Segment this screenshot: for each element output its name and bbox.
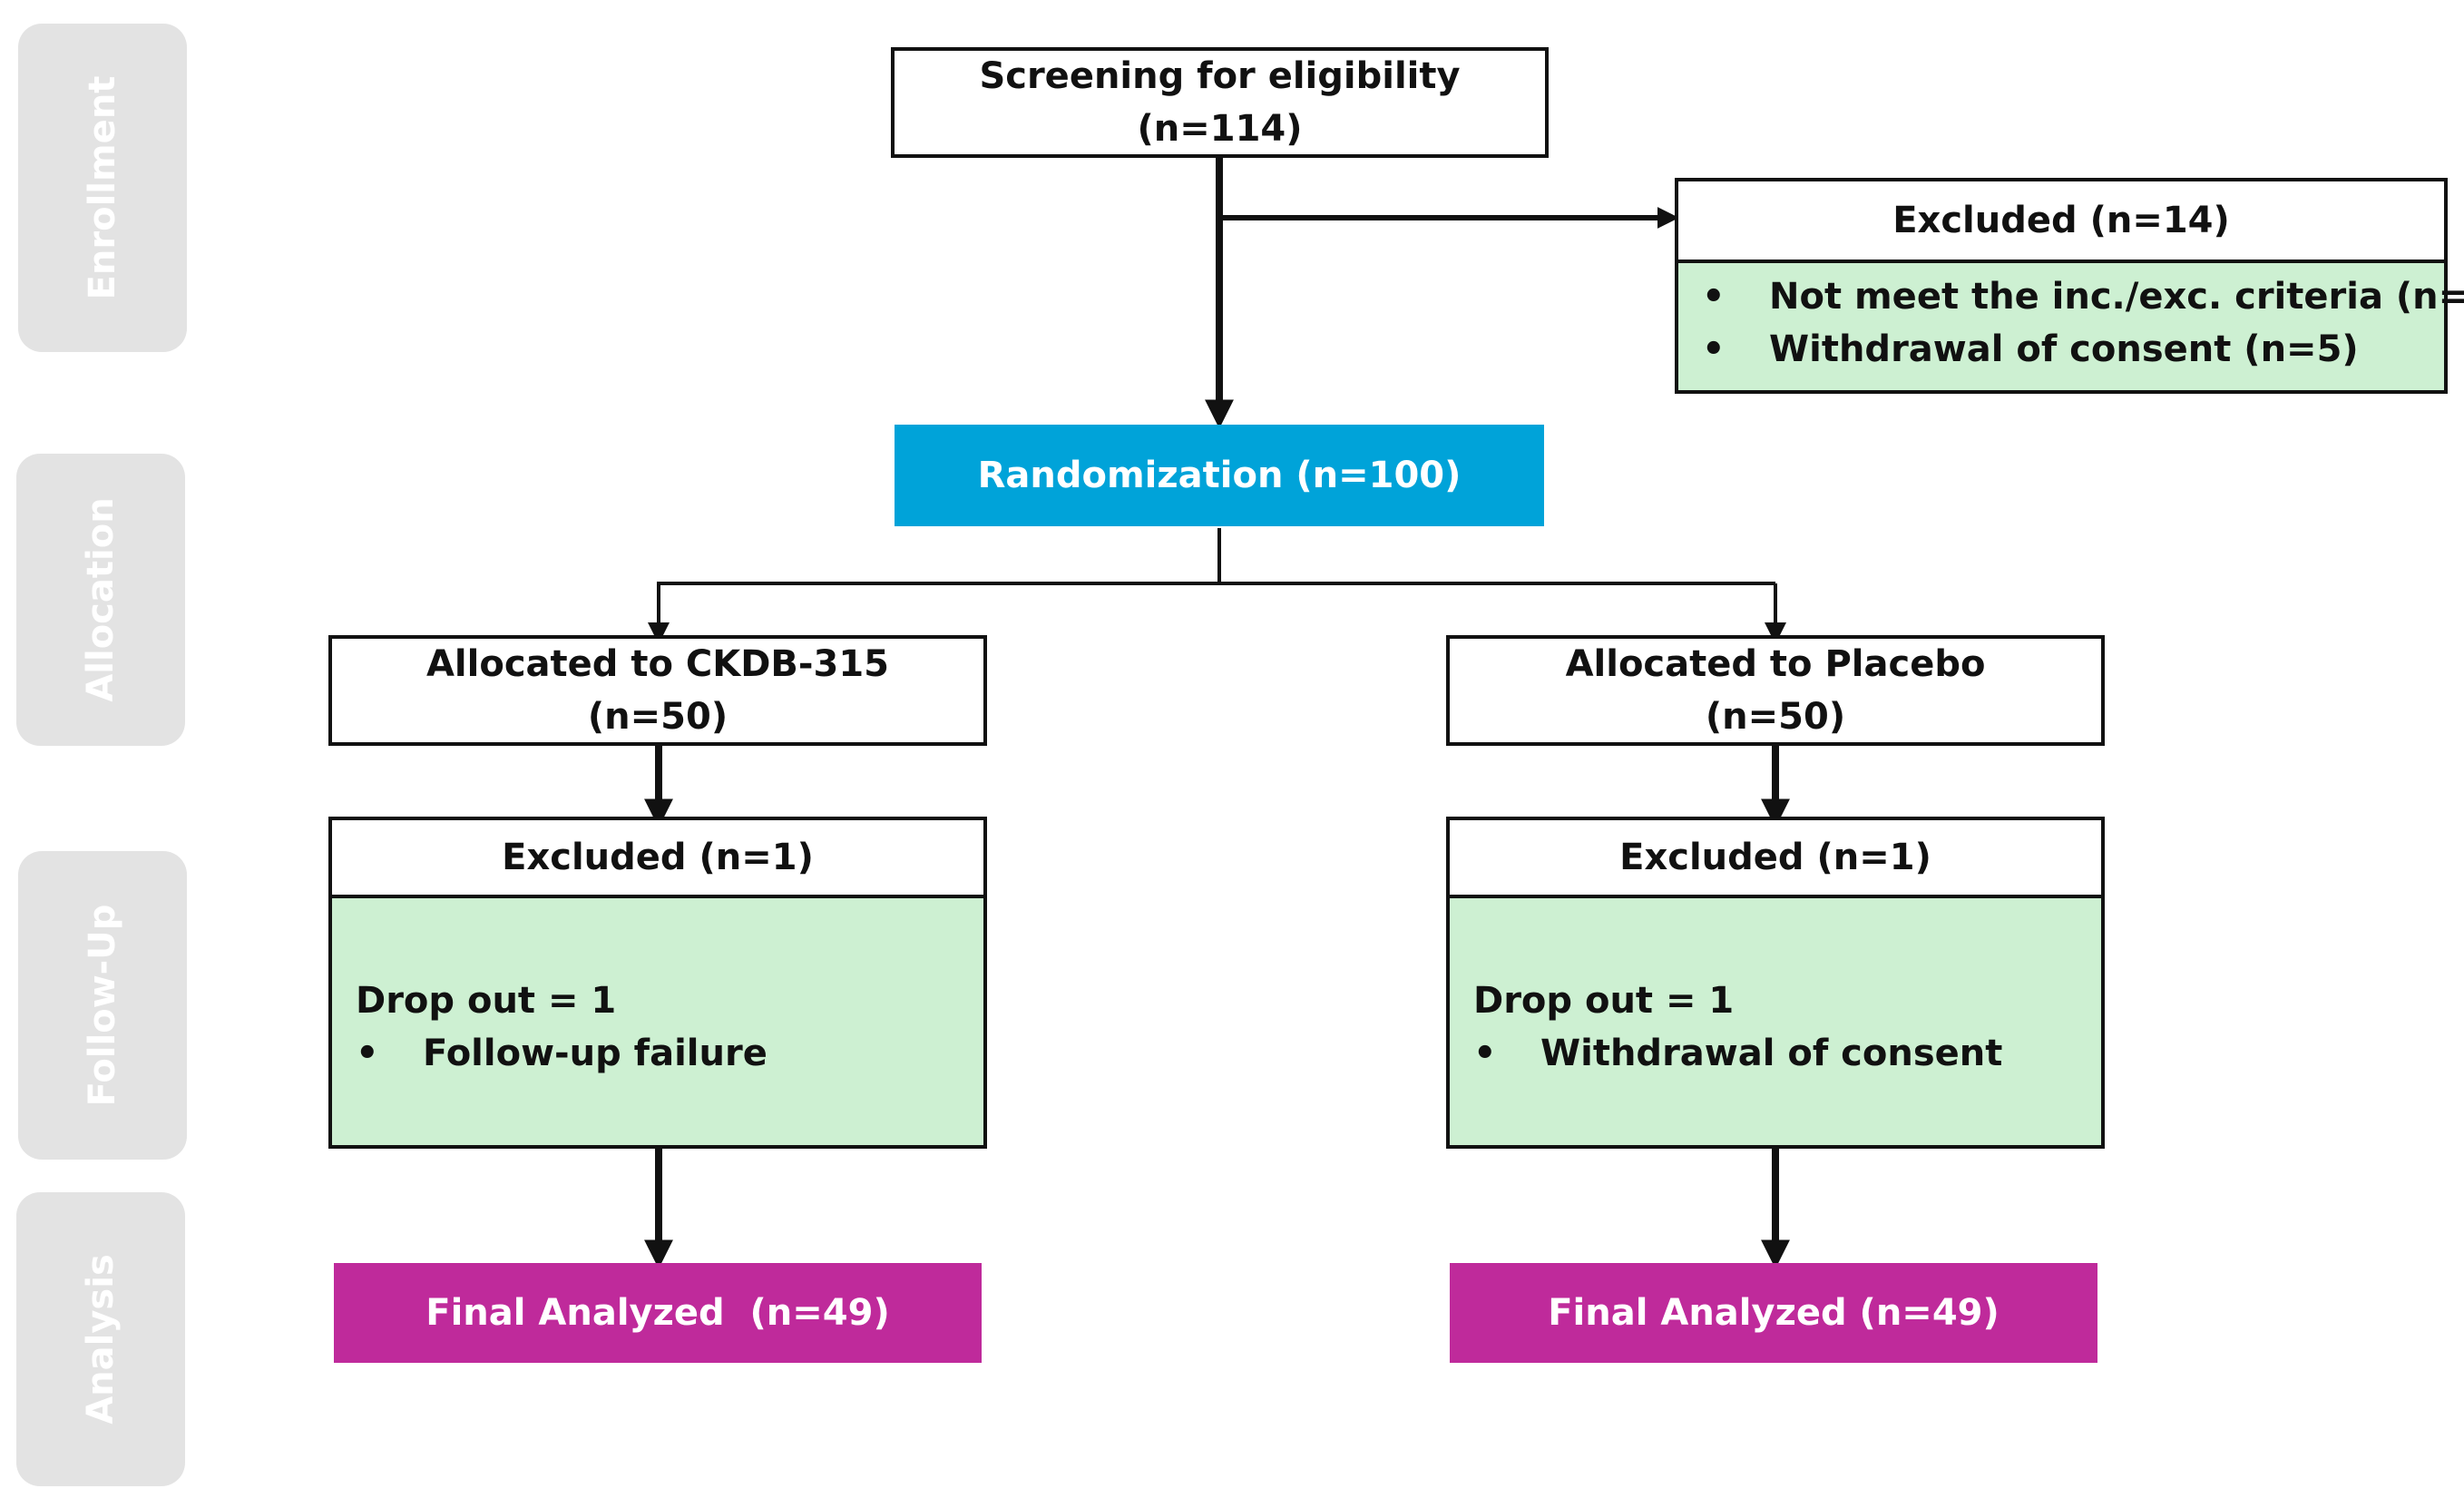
excluded-reason-item: Not meet the inc./exc. criteria (n=9) (1678, 270, 2464, 323)
stage-enrollment: Enrollment (18, 24, 187, 352)
excluded-enrollment-box: Excluded (n=14) Not meet the inc./exc. c… (1675, 178, 2464, 394)
stage-allocation: Allocation (16, 454, 185, 746)
screening-label: Screening for eligibility (n=114) (979, 55, 1461, 150)
right-final-analyzed-label: Final Analyzed (n=49) (1548, 1292, 2000, 1334)
excluded-reason-item: Withdrawal of consent (n=5) (1678, 323, 2444, 376)
randomization-box: Randomization (n=100) (895, 425, 1544, 526)
screening-box: Screening for eligibility (n=114) (891, 47, 1549, 158)
left-allocated-count: (n=50) (587, 696, 728, 738)
excluded-enrollment-reasons: Not meet the inc./exc. criteria (n=9) Wi… (1678, 259, 2464, 390)
randomization-label: Randomization (n=100) (977, 455, 1462, 496)
left-final-analyzed-label: Final Analyzed (n=49) (425, 1292, 890, 1334)
right-allocated-label: Allocated to Placebo (1565, 643, 1986, 685)
stage-analysis: Analysis (16, 1192, 185, 1486)
right-dropout-reason: Withdrawal of consent (1450, 1027, 2101, 1080)
right-allocated-box: Allocated to Placebo (n=50) (1446, 635, 2105, 746)
left-allocated-label: Allocated to CKDB-315 (425, 643, 890, 685)
right-final-analyzed-box: Final Analyzed (n=49) (1450, 1263, 2097, 1363)
line-randomization-split (657, 528, 1775, 585)
left-excluded-title: Excluded (n=1) (502, 837, 814, 878)
excluded-enrollment-title: Excluded (n=14) (1892, 200, 2230, 241)
right-excluded-box: Excluded (n=1) Drop out = 1 Withdrawal o… (1446, 817, 2105, 1149)
left-allocated-box: Allocated to CKDB-315 (n=50) (328, 635, 987, 746)
stage-follow-up: Follow-Up (18, 851, 187, 1160)
left-dropout-reason: Follow-up failure (332, 1027, 983, 1080)
left-excluded-box: Excluded (n=1) Drop out = 1 Follow-up fa… (328, 817, 987, 1149)
left-final-analyzed-box: Final Analyzed (n=49) (334, 1263, 982, 1363)
right-dropout-label: Drop out = 1 (1473, 980, 1735, 1022)
right-allocated-count: (n=50) (1705, 696, 1846, 738)
right-excluded-title: Excluded (n=1) (1619, 837, 1931, 878)
left-dropout-label: Drop out = 1 (356, 980, 617, 1022)
